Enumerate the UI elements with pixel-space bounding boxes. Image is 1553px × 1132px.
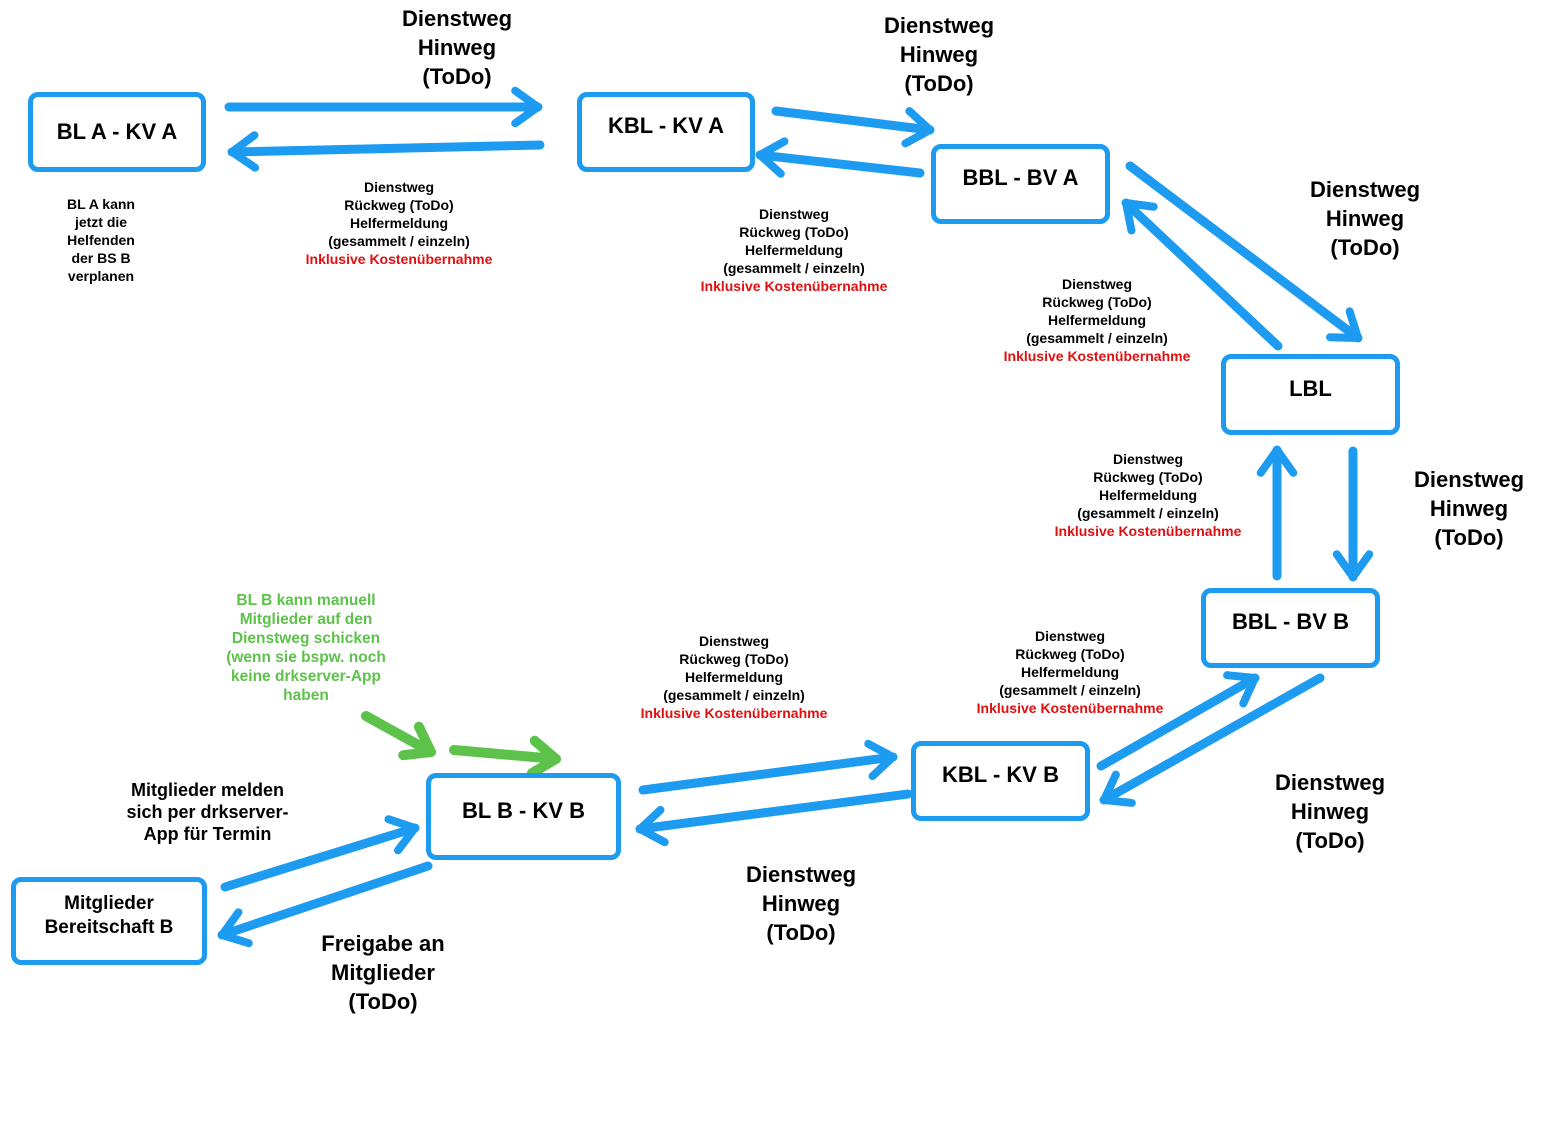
node-bl-a-kv-a[interactable]: BL A - KV A bbox=[28, 92, 206, 172]
label-rueckweg-5: Dienstweg Rückweg (ToDo) Helfermeldung (… bbox=[960, 627, 1180, 717]
label-rueckweg-4: Dienstweg Rückweg (ToDo) Helfermeldung (… bbox=[1038, 450, 1258, 540]
arrow-manuell-2-shaft bbox=[449, 745, 561, 764]
arrow-hinweg-bblb-kblb-shaft bbox=[1099, 673, 1325, 805]
rueckweg-line: (gesammelt / einzeln) bbox=[328, 233, 470, 249]
rueckweg-line: (gesammelt / einzeln) bbox=[723, 260, 865, 276]
label-rueckweg-3: Dienstweg Rückweg (ToDo) Helfermeldung (… bbox=[987, 275, 1207, 365]
rueckweg-line: Helfermeldung bbox=[744, 242, 843, 258]
rueckweg-line: (gesammelt / einzeln) bbox=[1077, 505, 1219, 521]
node-mitglieder-bereitschaft-b[interactable]: Mitglieder Bereitschaft B bbox=[11, 877, 207, 965]
label-rueckweg-6: Dienstweg Rückweg (ToDo) Helfermeldung (… bbox=[624, 632, 844, 722]
kostenuebernahme-note: Inklusive Kostenübernahme bbox=[305, 251, 493, 267]
arrow-rueckweg-lbl-bbla-head bbox=[1122, 199, 1158, 235]
label-hinweg-4: Dienstweg Hinweg (ToDo) bbox=[1413, 467, 1525, 550]
rueckweg-line: (gesammelt / einzeln) bbox=[999, 682, 1141, 698]
arrow-freigabe-blb-mitglieder-head bbox=[218, 908, 253, 948]
kostenuebernahme-note: Inklusive Kostenübernahme bbox=[976, 700, 1164, 716]
rueckweg-line: Rückweg (ToDo) bbox=[344, 197, 454, 213]
rueckweg-line: Helfermeldung bbox=[1098, 487, 1197, 503]
rueckweg-line: Helfermeldung bbox=[349, 215, 448, 231]
arrow-hinweg-kblb-blb-head bbox=[636, 805, 669, 847]
rueckweg-line: Helfermeldung bbox=[684, 669, 783, 685]
rueckweg-line: Rückweg (ToDo) bbox=[739, 224, 849, 240]
note-bl-a: BL A kann jetzt die Helfenden der BS B v… bbox=[67, 196, 135, 284]
rueckweg-line: Rückweg (ToDo) bbox=[679, 651, 789, 667]
arrow-hinweg-bbla-lbl-shaft bbox=[1125, 161, 1363, 343]
rueckweg-line: Rückweg (ToDo) bbox=[1015, 646, 1125, 662]
rueckweg-line: Helfermeldung bbox=[1020, 664, 1119, 680]
label-rueckweg-2: Dienstweg Rückweg (ToDo) Helfermeldung (… bbox=[684, 205, 904, 295]
arrow-hinweg-kbla-bbla-head bbox=[901, 107, 934, 148]
kostenuebernahme-note: Inklusive Kostenübernahme bbox=[640, 705, 828, 721]
kostenuebernahme-note: Inklusive Kostenübernahme bbox=[1054, 523, 1242, 539]
arrow-rueckweg-kblb-bblb-shaft bbox=[1096, 673, 1260, 771]
arrow-rueckweg-blb-kblb-head bbox=[864, 739, 897, 781]
rueckweg-line: Helfermeldung bbox=[1047, 312, 1146, 328]
label-freigabe: Freigabe an Mitglieder (ToDo) bbox=[321, 931, 445, 1014]
arrow-rueckweg-kblb-bblb-head bbox=[1223, 671, 1259, 708]
arrow-anmeldung-mitglieder-blb-shaft bbox=[220, 823, 420, 892]
rueckweg-line: Dienstweg bbox=[758, 206, 829, 222]
arrow-freigabe-blb-mitglieder-shaft bbox=[217, 861, 433, 940]
rueckweg-line: Rückweg (ToDo) bbox=[1042, 294, 1152, 310]
note-bl-b-manuell: BL B kann manuell Mitglieder auf den Die… bbox=[226, 592, 386, 704]
node-bbl-bv-b[interactable]: BBL - BV B bbox=[1201, 588, 1380, 668]
arrow-rueckweg-bblb-lbl-head bbox=[1256, 446, 1298, 477]
arrow-hinweg-kblb-blb-shaft bbox=[635, 789, 913, 834]
arrow-rueckweg-kbla-bla-head bbox=[228, 131, 260, 172]
arrow-rueckweg-lbl-bbla-shaft bbox=[1121, 198, 1283, 351]
arrow-rueckweg-blb-kblb-shaft bbox=[638, 752, 898, 795]
label-hinweg-2: Dienstweg Hinweg (ToDo) bbox=[883, 13, 995, 96]
kostenuebernahme-note: Inklusive Kostenübernahme bbox=[700, 278, 888, 294]
rueckweg-line: Dienstweg bbox=[698, 633, 769, 649]
arrow-rueckweg-bbla-kbla-shaft bbox=[755, 150, 925, 178]
label-hinweg-3: Dienstweg Hinweg (ToDo) bbox=[1309, 177, 1421, 260]
arrow-manuell-2-head bbox=[526, 735, 561, 779]
label-hinweg-1: Dienstweg Hinweg (ToDo) bbox=[401, 6, 513, 89]
rueckweg-line: Dienstweg bbox=[1034, 628, 1105, 644]
label-rueckweg-1: Dienstweg Rückweg (ToDo) Helfermeldung (… bbox=[289, 178, 509, 268]
node-kbl-kv-a[interactable]: KBL - KV A bbox=[577, 92, 755, 172]
node-lbl[interactable]: LBL bbox=[1221, 354, 1400, 435]
arrow-rueckweg-kbla-bla-shaft bbox=[227, 140, 545, 157]
arrow-anmeldung-mitglieder-blb-head bbox=[384, 815, 419, 855]
node-kbl-kv-b[interactable]: KBL - KV B bbox=[911, 741, 1090, 821]
node-bbl-bv-a[interactable]: BBL - BV A bbox=[931, 144, 1110, 224]
label-hinweg-6: Dienstweg Hinweg (ToDo) bbox=[745, 862, 857, 945]
rueckweg-line: Rückweg (ToDo) bbox=[1093, 469, 1203, 485]
rueckweg-line: Dienstweg bbox=[1061, 276, 1132, 292]
rueckweg-line: Dienstweg bbox=[1112, 451, 1183, 467]
arrow-hinweg-bbla-lbl-head bbox=[1326, 307, 1362, 342]
label-hinweg-5: Dienstweg Hinweg (ToDo) bbox=[1274, 770, 1386, 853]
arrow-manuell-1-head bbox=[398, 721, 436, 761]
arrow-hinweg-kbla-bbla-shaft bbox=[771, 106, 935, 135]
rueckweg-line: (gesammelt / einzeln) bbox=[663, 687, 805, 703]
arrow-hinweg-bla-kbla-head bbox=[511, 86, 542, 128]
arrow-manuell-1-shaft bbox=[361, 711, 436, 757]
kostenuebernahme-note: Inklusive Kostenübernahme bbox=[1003, 348, 1191, 364]
arrow-hinweg-bblb-kblb-head bbox=[1100, 770, 1136, 807]
node-bl-b-kv-b[interactable]: BL B - KV B bbox=[426, 773, 621, 860]
arrow-rueckweg-bbla-kbla-head bbox=[756, 137, 789, 178]
rueckweg-line: Dienstweg bbox=[363, 179, 434, 195]
arrow-hinweg-lbl-bblb-head bbox=[1332, 550, 1374, 581]
note-mitglieder-melden: Mitglieder melden sich per drkserver- Ap… bbox=[126, 780, 289, 844]
rueckweg-line: (gesammelt / einzeln) bbox=[1026, 330, 1168, 346]
